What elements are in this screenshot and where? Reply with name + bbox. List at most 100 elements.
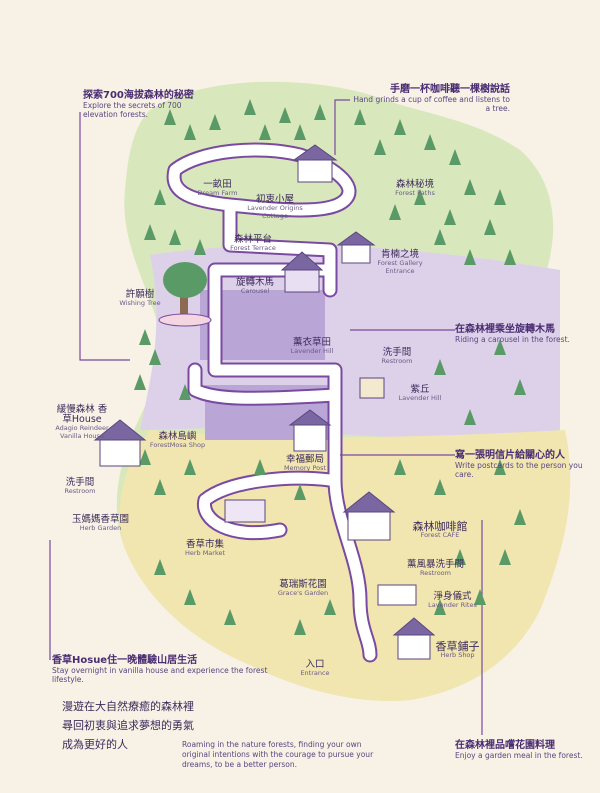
- trees: [134, 99, 526, 635]
- tree: [294, 484, 306, 500]
- place-forest-terrace-zh: 森林平台: [233, 234, 272, 245]
- tree: [154, 189, 166, 205]
- place-adagio-en: Adagio Reindeer Vanilla House: [55, 424, 109, 440]
- place-dream-farm-en: Dream Farm: [197, 189, 238, 197]
- walking-path: [166, 142, 378, 663]
- place-lavender-rites-en: Lavender Rites: [428, 601, 477, 609]
- tree: [294, 619, 306, 635]
- tree: [434, 359, 446, 375]
- place-dream-farm-zh: 一畝田: [203, 179, 232, 190]
- place-lavender-rites: 淨身儀式 Lavender Rites: [420, 592, 485, 610]
- tree: [294, 124, 306, 140]
- tree: [179, 384, 191, 400]
- annotation-coffee: 手磨一杯咖啡聽一棵樹說話 Hand grinds a cup of coffee…: [350, 84, 510, 113]
- tree: [259, 124, 271, 140]
- tree: [169, 229, 181, 245]
- place-herb-market-zh: 香草市集: [185, 539, 224, 550]
- place-herb-garden-zh: 玉媽媽香草園: [71, 514, 129, 525]
- annotation-hosue-en: Stay overnight in vanilla house and expe…: [52, 666, 268, 684]
- tree: [499, 549, 511, 565]
- tree: [434, 229, 446, 245]
- place-cottage-en: Lavender Origins Cottage: [247, 204, 303, 220]
- slogan-zh-line-3: 成為更好的人: [62, 738, 128, 751]
- tree: [494, 339, 506, 355]
- tree: [494, 189, 506, 205]
- place-herb-garden-en: Herb Garden: [79, 524, 122, 532]
- place-lavender-hill: 紫丘 Lavender Hill: [390, 385, 450, 403]
- place-forestmosa-zh: 森林島嶼: [158, 431, 197, 442]
- tree: [184, 589, 196, 605]
- place-grace-garden-en: Grace's Garden: [277, 589, 329, 597]
- tree: [209, 114, 221, 130]
- annotation-explore-zh: 探索700海拔森林的秘密: [83, 90, 194, 101]
- place-lavender-hill-sign-en: Lavender Hill: [290, 347, 334, 355]
- place-gallery: 肯楠之境 Forest Gallery Entrance: [365, 250, 435, 275]
- place-entrance-zh: 入口: [305, 659, 325, 670]
- place-lavender-hill-zh: 紫丘: [410, 384, 430, 395]
- buildings: [93, 144, 436, 660]
- slogan-en: Roaming in the nature forests, finding y…: [182, 740, 374, 769]
- annotation-explore-en: Explore the secrets of 700 elevation for…: [83, 101, 182, 119]
- tree: [314, 104, 326, 120]
- slogan-zh-line-2: 尋回初衷與追求夢想的勇氣: [62, 719, 194, 732]
- place-forest-paths: 森林秘境 Forest Paths: [380, 180, 450, 198]
- tree: [324, 599, 336, 615]
- place-forest-terrace-en: Forest Terrace: [230, 244, 276, 252]
- place-memory-post: 幸福郵局 Memory Post: [275, 455, 335, 473]
- tree: [514, 509, 526, 525]
- place-carousel: 旋轉木馬 Carousel: [225, 278, 285, 296]
- tree: [424, 134, 436, 150]
- place-forest-cafe: 森林咖啡館 Forest CAFE: [400, 520, 480, 540]
- tree: [414, 189, 426, 205]
- place-forest-cafe-en: Forest CAFE: [420, 531, 460, 539]
- annotation-postcard-zh: 寫一張明信片給關心的人: [455, 450, 565, 461]
- slogan-zh-line-1: 漫遊在大自然療癒的森林裡: [62, 700, 194, 713]
- place-memory-post-zh: 幸福郵局: [285, 454, 324, 465]
- tree: [154, 559, 166, 575]
- slogan-zh: 漫遊在大自然療癒的森林裡 尋回初衷與追求夢想的勇氣 成為更好的人: [62, 697, 194, 754]
- place-restroom-3-en: Restroom: [420, 569, 451, 577]
- tree: [464, 249, 476, 265]
- place-herb-market: 香草市集 Herb Market: [175, 540, 235, 558]
- tree: [464, 409, 476, 425]
- tree: [154, 479, 166, 495]
- tree: [389, 204, 401, 220]
- tree: [434, 479, 446, 495]
- place-forestmosa: 森林島嶼 ForestMosa Shop: [145, 432, 210, 450]
- tree: [494, 459, 506, 475]
- place-forestmosa-en: ForestMosa Shop: [149, 441, 206, 449]
- annotation-hosue: 香草Hosue住一晚體驗山居生活 Stay overnight in vanil…: [52, 655, 282, 684]
- place-herb-garden: 玉媽媽香草園 Herb Garden: [58, 515, 143, 533]
- tree: [149, 349, 161, 365]
- annotation-coffee-zh: 手磨一杯咖啡聽一棵樹說話: [390, 84, 510, 95]
- place-cottage-zh: 初衷小屋: [255, 194, 294, 205]
- annotation-carousel: 在森林裡乘坐旋轉木馬 Riding a carousel in the fore…: [455, 324, 590, 344]
- tree: [454, 549, 466, 565]
- place-lavender-rites-zh: 淨身儀式: [433, 591, 472, 602]
- tree: [394, 119, 406, 135]
- tree: [134, 374, 146, 390]
- tree: [484, 219, 496, 235]
- annotation-explore: 探索700海拔森林的秘密 Explore the secrets of 700 …: [83, 90, 203, 119]
- tree: [139, 449, 151, 465]
- place-restroom-1-en: Restroom: [381, 357, 413, 365]
- tree: [434, 599, 446, 615]
- tree: [224, 609, 236, 625]
- annotation-hosue-zh: 香草Hosue住一晚體驗山居生活: [52, 655, 198, 666]
- place-restroom-1: 洗手間 Restroom: [372, 348, 422, 366]
- place-entrance: 入口 Entrance: [285, 660, 345, 678]
- place-wishing-tree: 許願樹 Wishing Tree: [110, 290, 170, 308]
- place-forest-cafe-zh: 森林咖啡館: [412, 520, 468, 533]
- annotation-garden-meal-zh: 在森林裡品嚐花園料理: [455, 740, 555, 751]
- tree: [194, 239, 206, 255]
- leader-lines: [49, 99, 483, 735]
- place-gallery-en: Forest Gallery Entrance: [377, 259, 423, 275]
- tree: [279, 107, 291, 123]
- tree: [464, 179, 476, 195]
- place-restroom-3: 薰風暴洗手間 Restroom: [398, 560, 473, 578]
- annotation-garden-meal-en: Enjoy a garden meal in the forest.: [455, 751, 583, 760]
- annotation-carousel-zh: 在森林裡乘坐旋轉木馬: [455, 324, 555, 335]
- tree: [244, 99, 256, 115]
- tree: [514, 379, 526, 395]
